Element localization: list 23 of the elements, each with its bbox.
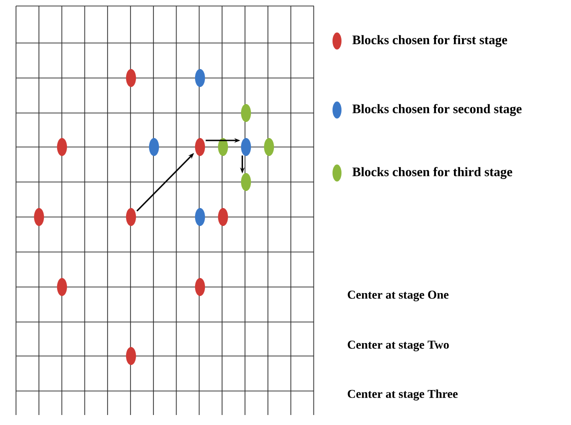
legend-text: Blocks chosen for first stage xyxy=(352,34,508,47)
dot xyxy=(57,138,67,156)
dot xyxy=(241,173,251,191)
dot xyxy=(57,278,67,296)
dot xyxy=(126,69,136,87)
dot xyxy=(241,138,251,156)
dot xyxy=(195,278,205,296)
dot xyxy=(34,208,44,226)
dot xyxy=(149,138,159,156)
legend-text: Blocks chosen for third stage xyxy=(352,166,512,179)
dot xyxy=(126,208,136,226)
stage-label: Center at stage One xyxy=(348,290,449,302)
dot xyxy=(218,138,228,156)
dot xyxy=(195,208,205,226)
dot xyxy=(126,346,136,365)
stage-label: Center at stage Three xyxy=(348,390,458,400)
dot xyxy=(241,104,251,122)
dot xyxy=(195,69,205,87)
dot xyxy=(264,138,274,156)
dot xyxy=(218,208,228,226)
legend-text: Blocks chosen for second stage xyxy=(352,104,522,116)
dot xyxy=(195,138,205,156)
stage-label: Center at stage Two xyxy=(348,340,449,352)
